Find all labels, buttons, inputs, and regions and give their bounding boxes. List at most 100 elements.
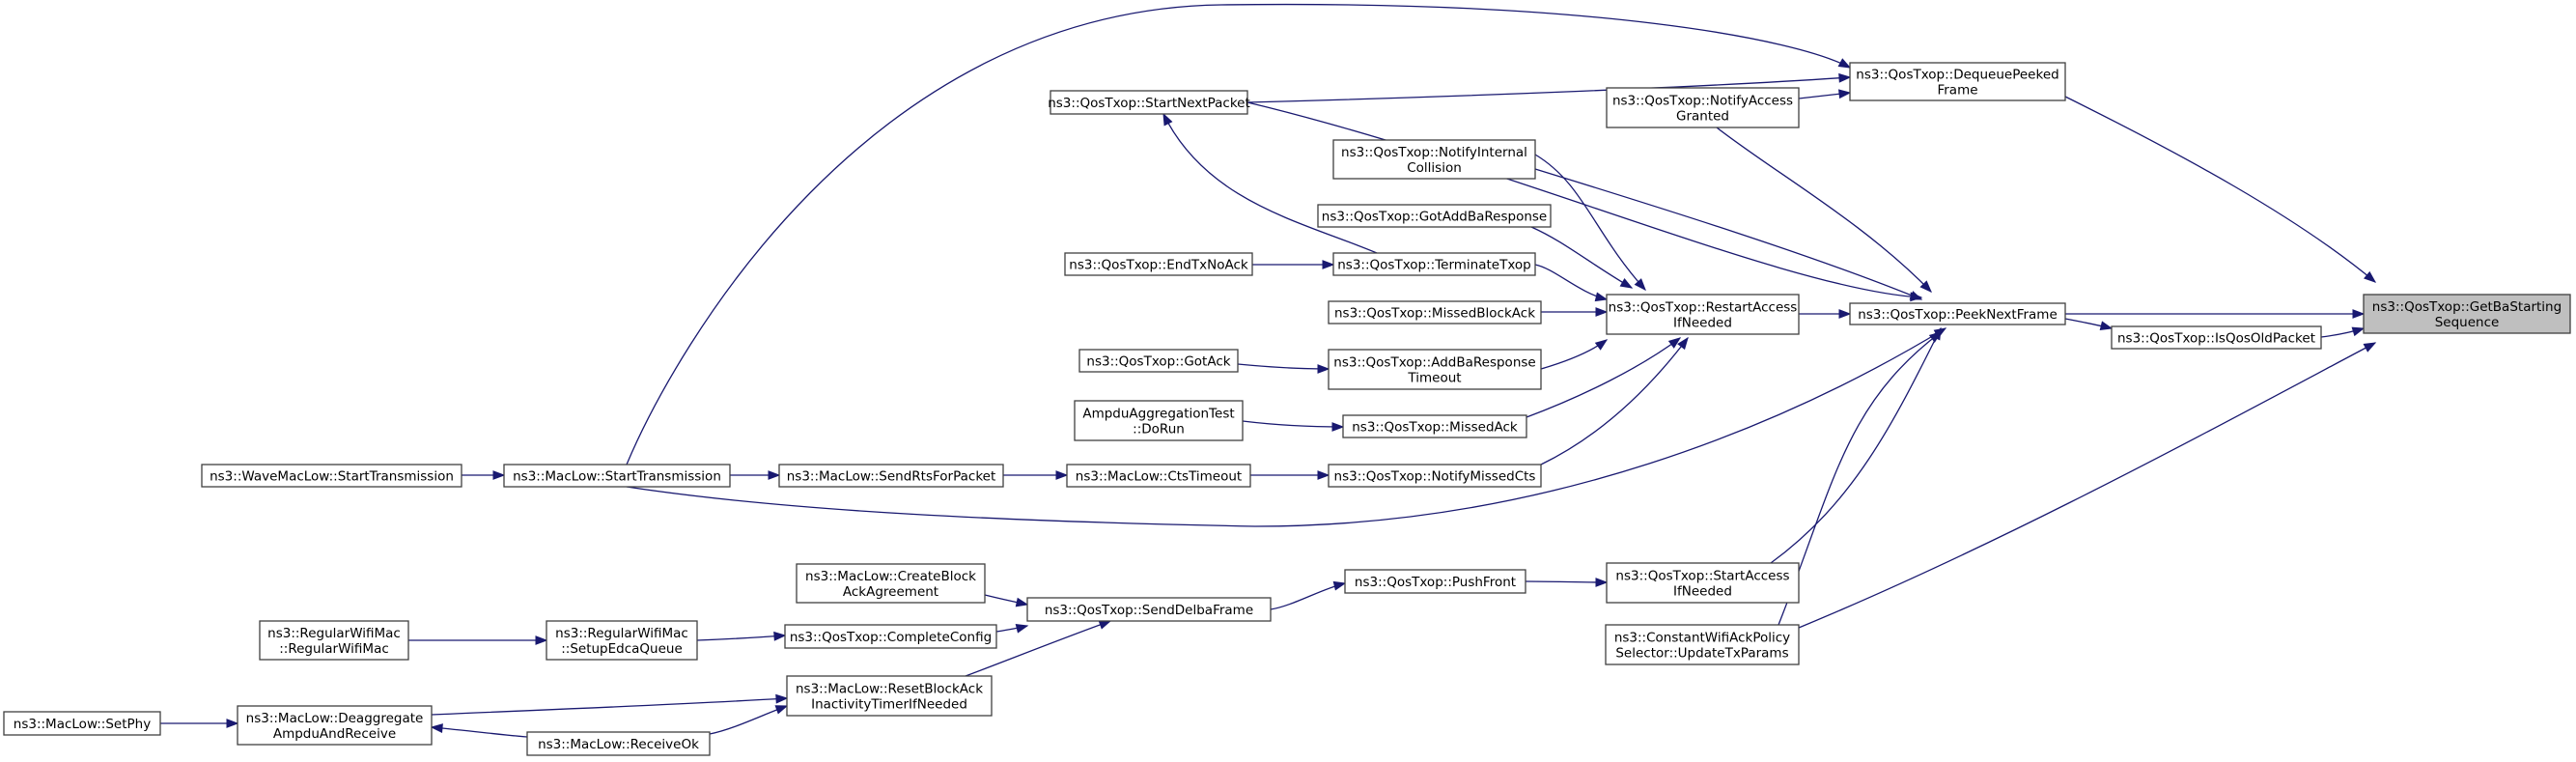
node-label: InactivityTimerIfNeeded: [811, 697, 967, 713]
edge-line: [626, 327, 1946, 527]
node-setphy[interactable]: ns3::MacLow::SetPhy: [3, 711, 161, 736]
node-box: [1606, 562, 1800, 604]
edge-maclowstart-to-sendrts: [729, 470, 781, 480]
node-box: [1849, 62, 2066, 101]
node-notifymissedcts[interactable]: ns3::QosTxop::NotifyMissedCts: [1328, 464, 1542, 488]
node-label: ns3::QosTxop::DequeuePeeked: [1856, 68, 2058, 83]
node-receiveok[interactable]: ns3::MacLow::ReceiveOk: [526, 731, 711, 756]
node-pushfront[interactable]: ns3::QosTxop::PushFront: [1344, 569, 1526, 594]
node-gotack[interactable]: ns3::QosTxop::GotAck: [1078, 349, 1239, 373]
edge-arrowhead: [1317, 364, 1330, 374]
node-box: [1078, 349, 1239, 373]
node-gotaddba[interactable]: ns3::QosTxop::GotAddBaResponse: [1317, 204, 1552, 228]
edge-line: [1525, 580, 1608, 583]
edge-addbatimeout-to-restart: [1540, 339, 1609, 370]
edge-arrowhead: [226, 719, 239, 728]
node-label: ns3::RegularWifiMac: [555, 626, 688, 641]
edge-arrowhead: [492, 470, 506, 480]
edge-maclowstart-to-peek: [626, 327, 1947, 527]
node-label: ns3::QosTxop::TerminateTxop: [1337, 258, 1531, 273]
edge-sendrts-to-ctstimeout: [1002, 470, 1069, 480]
node-box: [2111, 325, 2322, 350]
edge-maclowstart-to-dequeue: [626, 3, 1852, 466]
node-label: ns3::QosTxop::NotifyMissedCts: [1334, 469, 1536, 485]
node-completeconfig[interactable]: ns3::QosTxop::CompleteConfig: [784, 624, 997, 649]
node-senddelba[interactable]: ns3::QosTxop::SendDelbaFrame: [1026, 597, 1272, 622]
node-box: [2363, 294, 2571, 334]
edge-line: [1162, 113, 1378, 254]
edge-arrowhead: [768, 470, 781, 480]
node-startnext[interactable]: ns3::QosTxop::StartNextPacket: [1048, 90, 1250, 115]
edge-gotaddba-to-restart: [1530, 226, 1634, 289]
edge-line: [1534, 168, 1922, 300]
edge-arrowhead: [1322, 260, 1335, 269]
edge-line: [1237, 363, 1330, 370]
node-label: ns3::MacLow::CreateBlock: [805, 569, 976, 584]
edge-resetblock-to-senddelba: [965, 620, 1112, 677]
edge-startaccess-to-peek: [1770, 326, 1942, 564]
edge-line: [1242, 420, 1344, 428]
node-setupedca[interactable]: ns3::RegularWifiMac::SetupEdcaQueue: [546, 620, 698, 661]
edge-line: [965, 620, 1111, 677]
edge-arrowhead: [2364, 270, 2377, 283]
node-regularwifimac[interactable]: ns3::RegularWifiMac::RegularWifiMac: [259, 620, 409, 661]
edge-arrowhead: [1667, 337, 1682, 349]
edge-arrowhead: [2099, 321, 2114, 330]
node-sendrts[interactable]: ns3::MacLow::SendRtsForPacket: [778, 464, 1004, 488]
edge-arrowhead: [1933, 327, 1947, 339]
edge-peek-to-root: [2065, 309, 2366, 319]
node-wavestart[interactable]: ns3::WaveMacLow::StartTransmission: [201, 464, 462, 488]
node-box: [3, 711, 161, 736]
edge-line: [2064, 96, 2376, 283]
node-label: ns3::ConstantWifiAckPolicy: [1614, 631, 1790, 646]
node-label: ns3::QosTxop::StartNextPacket: [1048, 96, 1250, 111]
node-label: AmpduAggregationTest: [1082, 407, 1234, 422]
edge-arrowhead: [535, 635, 548, 645]
node-label: ns3::QosTxop::GotAck: [1086, 354, 1230, 370]
edge-restart-to-peek: [1798, 309, 1852, 319]
node-missedack[interactable]: ns3::QosTxop::MissedAck: [1342, 414, 1527, 438]
edge-arrowhead: [1838, 72, 1852, 83]
node-box: [1344, 569, 1526, 594]
node-endtxnoack[interactable]: ns3::QosTxop::EndTxNoAck: [1064, 252, 1253, 276]
node-ctstimeout[interactable]: ns3::MacLow::CtsTimeout: [1066, 464, 1251, 488]
edge-gotack-to-addbatimeout: [1237, 363, 1330, 374]
node-label: ns3::QosTxop::RestartAccess: [1609, 300, 1798, 316]
edge-line: [1270, 582, 1346, 610]
node-label: Collision: [1407, 160, 1462, 176]
edge-receiveok-to-deaggregate: [430, 723, 528, 738]
edge-arrowhead: [1838, 89, 1852, 99]
node-terminate[interactable]: ns3::QosTxop::TerminateTxop: [1332, 252, 1536, 276]
node-maclowstart[interactable]: ns3::MacLow::StartTransmission: [503, 464, 731, 488]
node-isqos[interactable]: ns3::QosTxop::IsQosOldPacket: [2111, 325, 2322, 350]
node-box: [1342, 414, 1527, 438]
edge-createblock-to-senddelba: [984, 594, 1029, 607]
edge-setphy-to-deaggregate: [159, 719, 239, 728]
node-ampdu[interactable]: AmpduAggregationTest::DoRun: [1074, 400, 1244, 441]
node-box: [1332, 139, 1536, 180]
node-label: AmpduAndReceive: [273, 726, 396, 742]
node-resetblock[interactable]: ns3::MacLow::ResetBlockAckInactivityTime…: [786, 675, 993, 717]
node-label: ::RegularWifiMac: [279, 641, 389, 657]
edge-arrowhead: [1055, 470, 1069, 480]
node-constant[interactable]: ns3::ConstantWifiAckPolicySelector::Upda…: [1605, 624, 1800, 665]
node-box: [1064, 252, 1253, 276]
edge-pushfront-to-startaccess: [1525, 578, 1609, 587]
node-label: ns3::MacLow::CtsTimeout: [1076, 469, 1242, 485]
node-peek[interactable]: ns3::QosTxop::PeekNextFrame: [1849, 302, 2066, 325]
edge-setupedca-to-completeconfig: [696, 631, 787, 641]
node-missedblock[interactable]: ns3::QosTxop::MissedBlockAck: [1328, 300, 1542, 325]
edge-arrowhead: [1619, 277, 1634, 289]
node-label: ns3::MacLow::ReceiveOk: [538, 737, 699, 752]
edge-notifyinternal-to-peek: [1534, 168, 1923, 300]
node-label: ns3::QosTxop::AddBaResponse: [1333, 355, 1535, 371]
